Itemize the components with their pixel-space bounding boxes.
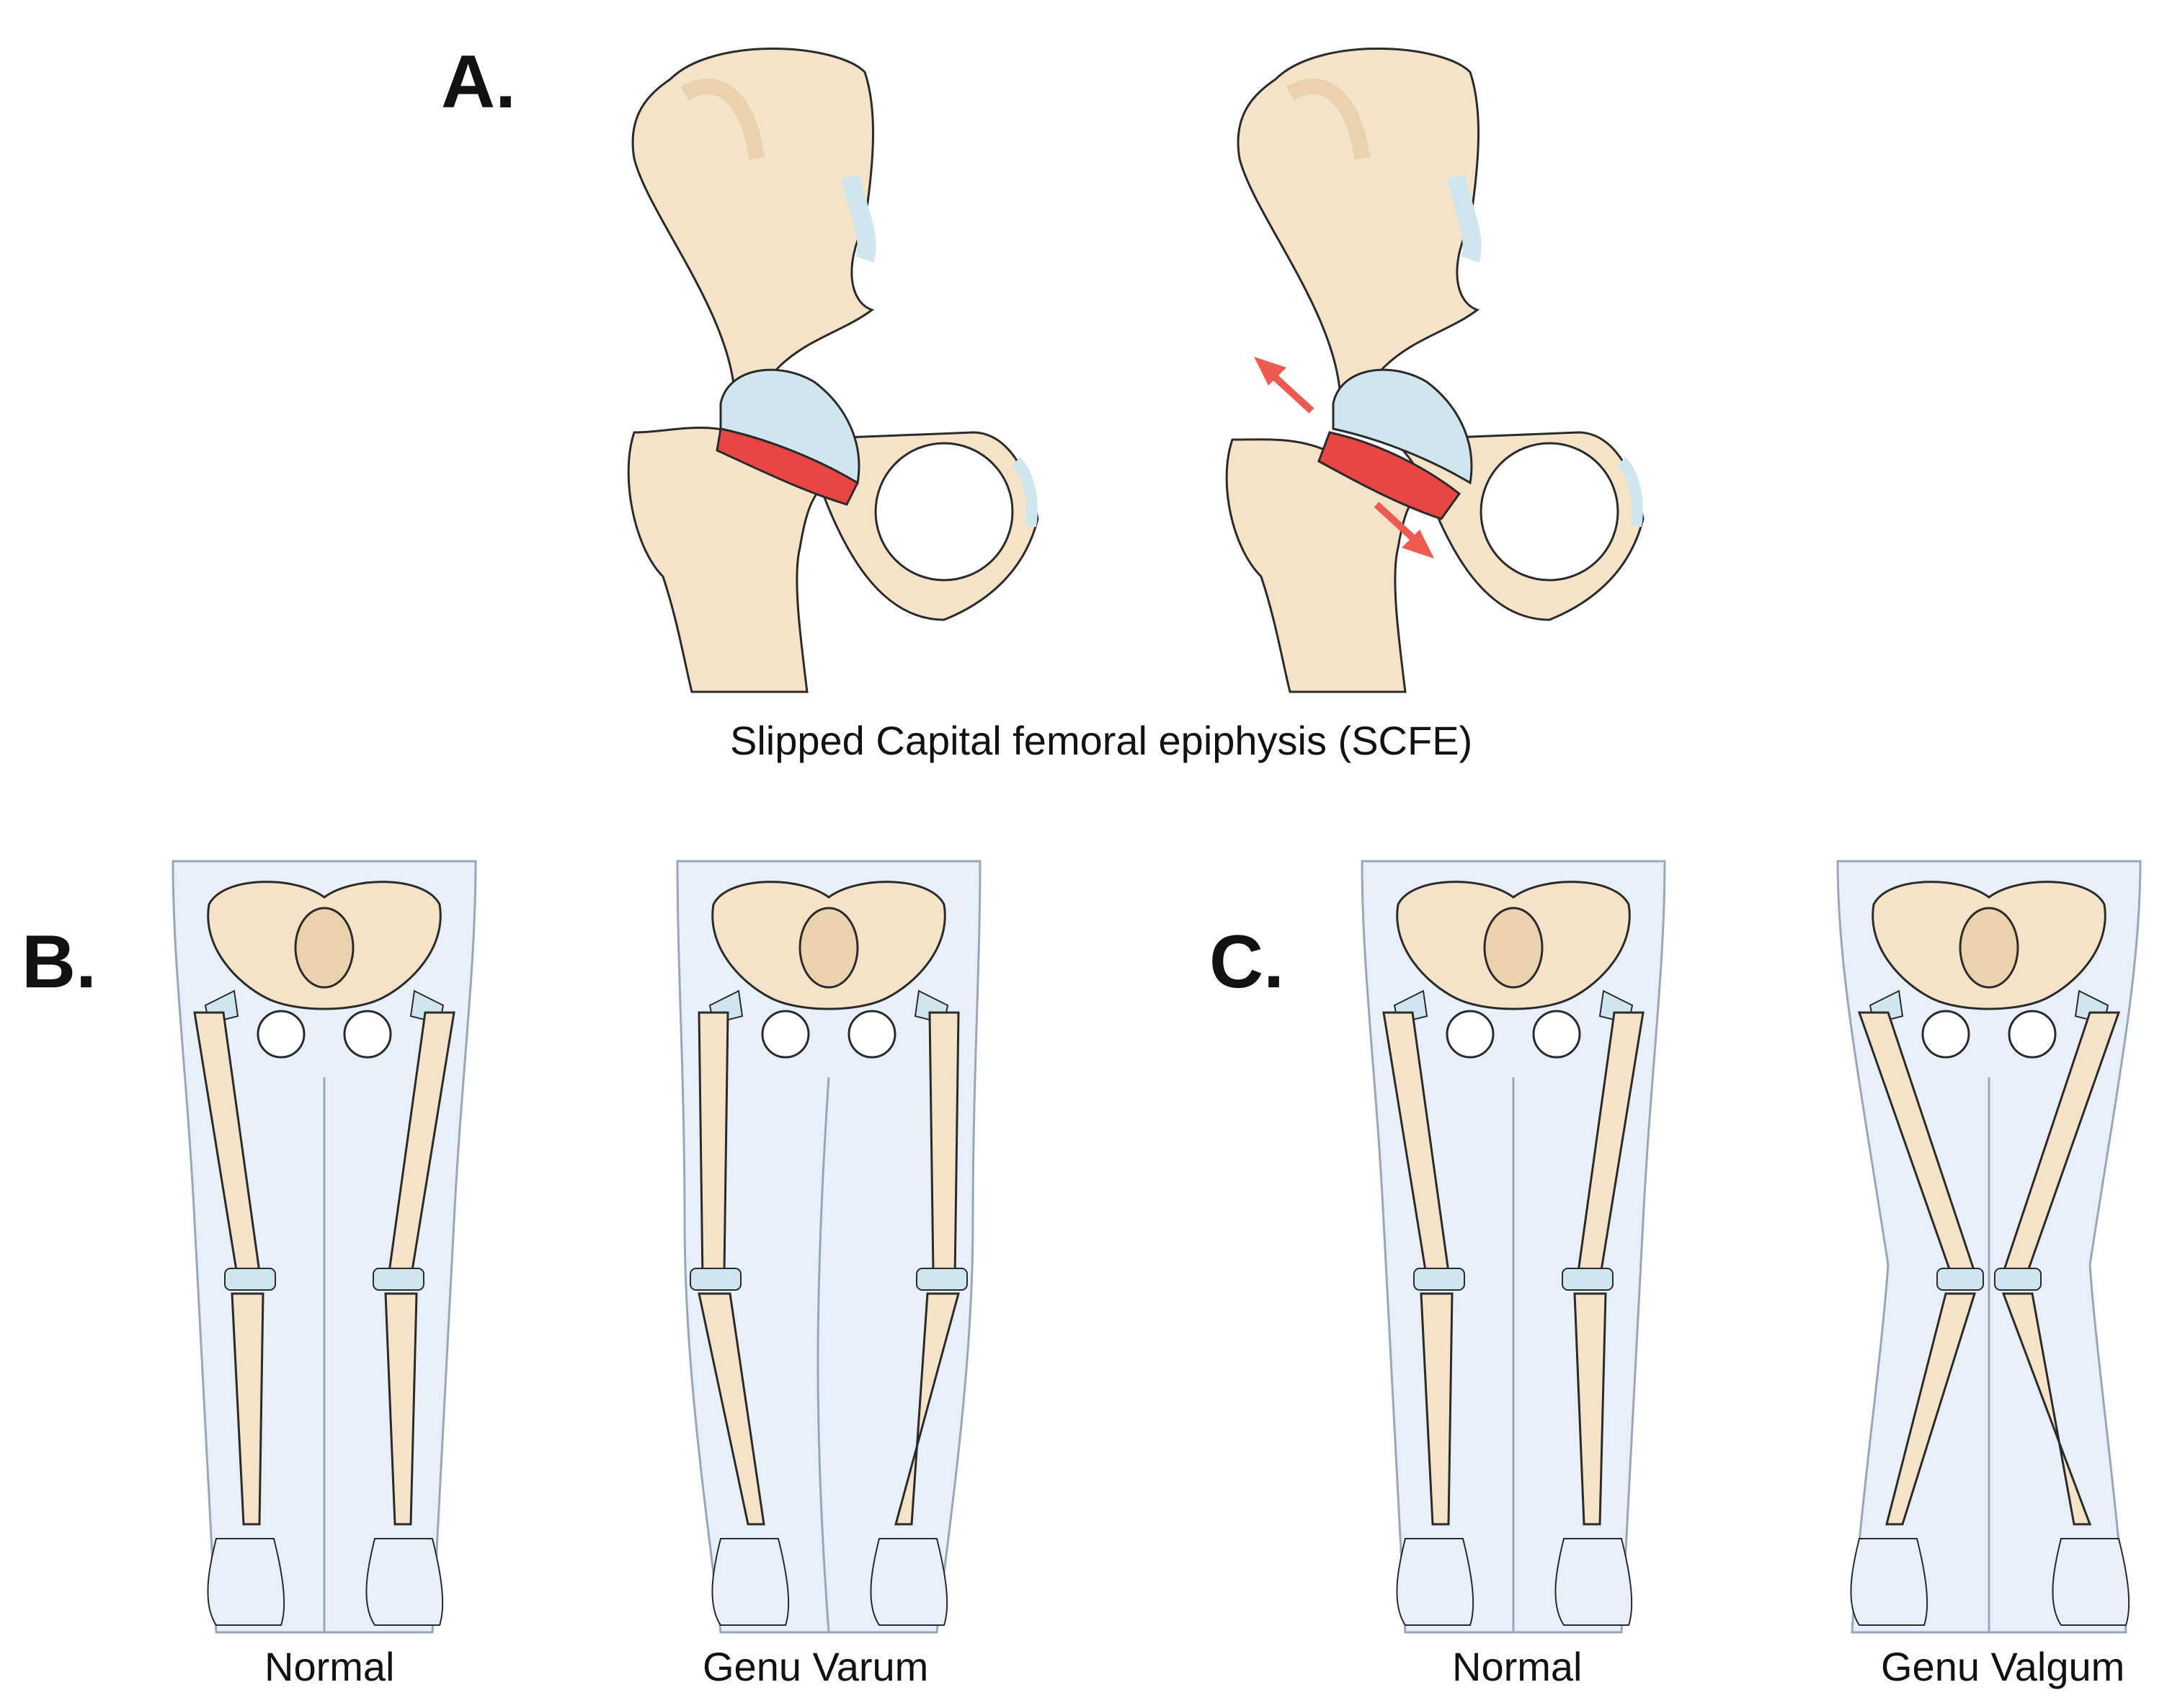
- normal-hip-illustration: [605, 29, 1067, 693]
- panel-a-label: A.: [441, 40, 516, 124]
- hip-joint-icon: [627, 48, 1039, 693]
- bowlegs-skeleton-icon: [676, 860, 982, 1634]
- genu-varum-illustration: [670, 860, 987, 1634]
- panel-b-caption-normal: Normal: [264, 1644, 395, 1689]
- panel-c-caption-genu-valgum: Genu Valgum: [1881, 1644, 2125, 1689]
- knock-knees-skeleton-icon: [1836, 860, 2142, 1634]
- panel-c-caption-normal: Normal: [1452, 1644, 1583, 1689]
- slipped-hip-illustration: [1211, 29, 1672, 693]
- lower-limb-skeleton-icon: [172, 860, 477, 1634]
- slip-arrow-up-icon: [1254, 357, 1314, 414]
- normal-legs-illustration-b: [166, 860, 483, 1634]
- normal-legs-illustration-c: [1355, 860, 1672, 1634]
- lower-limb-skeleton-icon: [1361, 860, 1666, 1634]
- genu-valgum-illustration: [1830, 860, 2148, 1634]
- panel-c-label: C.: [1209, 920, 1284, 1004]
- slipped-hip-joint-icon: [1225, 48, 1645, 693]
- panel-a-caption: Slipped Capital femoral epiphysis (SCFE): [730, 718, 1473, 763]
- slip-arrow-down-icon: [1374, 502, 1434, 559]
- panel-b-caption-genu-varum: Genu Varum: [703, 1644, 929, 1689]
- panel-b-label: B.: [22, 920, 97, 1004]
